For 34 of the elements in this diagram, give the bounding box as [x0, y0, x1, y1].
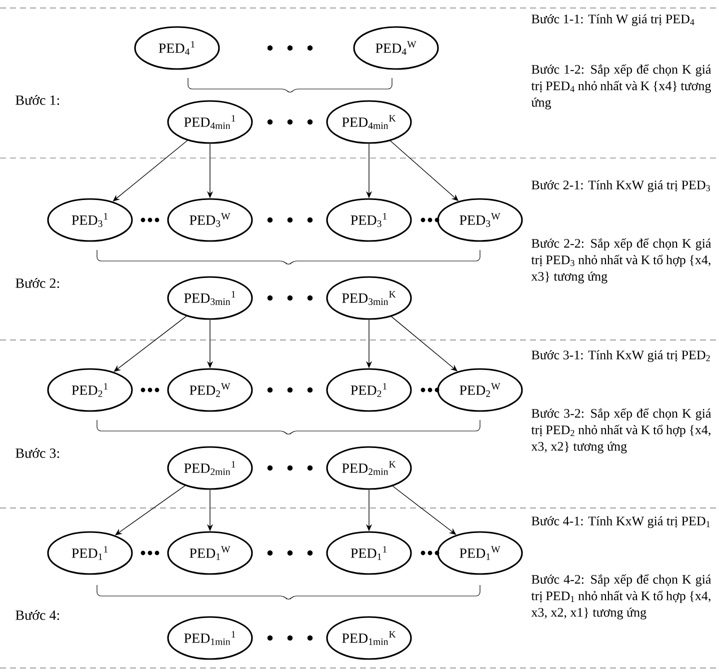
ellipse-node: PED$_{4}$W	[353, 26, 439, 70]
step-description: Bước 4-1: Tính KxW giá trị PED$_{1}$	[532, 516, 710, 528]
ellipse-node: PED$_{1}$W	[437, 531, 523, 575]
step-description: Bước 3-1: Tính KxW giá trị PED$_{2}$	[532, 350, 710, 362]
ellipse-node: PED$_{3}$W	[437, 198, 523, 242]
ellipse-node: PED$_{3min}$1	[167, 276, 253, 320]
step-description: Bước 2-2: Sắp xếp để chọn K giá trị PED$_{3}$ nhỏ nhất và K tổ hợp {x4, x3} tương ứng	[531, 238, 712, 284]
ellipse-node: PED$_{3min}$K	[326, 276, 412, 320]
ellipse-node: PED$_{3}$1	[326, 198, 412, 242]
ellipse-node: PED$_{2min}$1	[167, 446, 253, 490]
ellipse-node: PED$_{1min}$1	[167, 616, 253, 660]
step-label: Bước 3:	[16, 448, 59, 458]
step-description: Bước 4-2: Sắp xếp để chọn K giá trị PED$_{1}$ nhỏ nhất và K tổ hợp {x4, x3, x2, x1} tương ứng	[531, 574, 712, 620]
step-description: Bước 1-2: Sắp xếp để chọn K giá trị PED$_{4}$ nhỏ nhất và K {x4} tương ứng	[531, 64, 712, 110]
ellipse-node: PED$_{3}$W	[167, 198, 253, 242]
ellipse-node: PED$_{2}$W	[167, 368, 253, 412]
step-description: Bước 1-1: Tính W giá trị PED$_{4}$	[532, 14, 694, 26]
ellipse-node: PED$_{1min}$K	[326, 616, 412, 660]
ellipse-node: PED$_{2}$1	[326, 368, 412, 412]
ellipse-node: PED$_{3}$1	[47, 198, 133, 242]
step-label: Bước 1:	[16, 95, 59, 105]
step-label: Bước 4:	[16, 610, 59, 620]
ellipse-node: PED$_{4min}$1	[167, 100, 253, 144]
ellipse-node: PED$_{1}$1	[47, 531, 133, 575]
step-description: Bước 2-1: Tính KxW giá trị PED$_{3}$	[532, 180, 710, 192]
ellipse-node: PED$_{1}$W	[167, 531, 253, 575]
step-label: Bước 2:	[16, 278, 59, 288]
ellipse-node: PED$_{4}$1	[134, 26, 220, 70]
ellipse-node: PED$_{2}$W	[437, 368, 523, 412]
step-description: Bước 3-2: Sắp xếp để chọn K giá trị PED$_{2}$ nhỏ nhất và K tổ hợp {x4, x3, x2} tương ứng	[531, 408, 712, 454]
ellipse-node: PED$_{1}$1	[326, 531, 412, 575]
ellipse-node: PED$_{2min}$K	[326, 446, 412, 490]
ellipse-node: PED$_{2}$1	[47, 368, 133, 412]
ellipse-node: PED$_{4min}$K	[326, 100, 412, 144]
